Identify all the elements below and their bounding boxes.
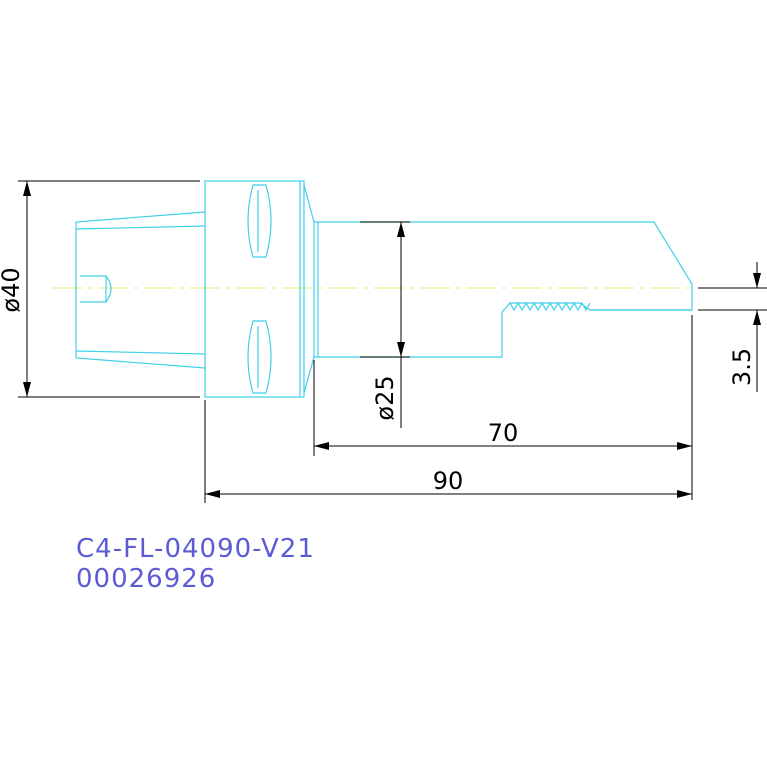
dimension-diameter-40: ø40: [0, 180, 200, 398]
dimension-diameter-25: ø25: [360, 221, 410, 428]
holder-shank: [75, 211, 206, 369]
part-caption: C4-FL-04090-V21 00026926: [76, 534, 315, 594]
dimension-label-offset-3-5: 3.5: [728, 348, 756, 386]
dimension-label-diameter-25: ø25: [371, 375, 399, 420]
dimension-length-70: 70: [313, 315, 693, 500]
dimension-offset-3-5: 3.5: [698, 262, 767, 392]
holder-flange: [204, 180, 315, 398]
part-number: 00026926: [76, 564, 216, 594]
dimension-label-length-70: 70: [488, 419, 519, 447]
dimension-label-diameter-40: ø40: [0, 267, 25, 312]
tool-body: [313, 221, 693, 358]
dimension-length-90: 90: [204, 400, 692, 503]
dimension-label-length-90: 90: [433, 467, 464, 495]
part-code: C4-FL-04090-V21: [76, 534, 315, 564]
